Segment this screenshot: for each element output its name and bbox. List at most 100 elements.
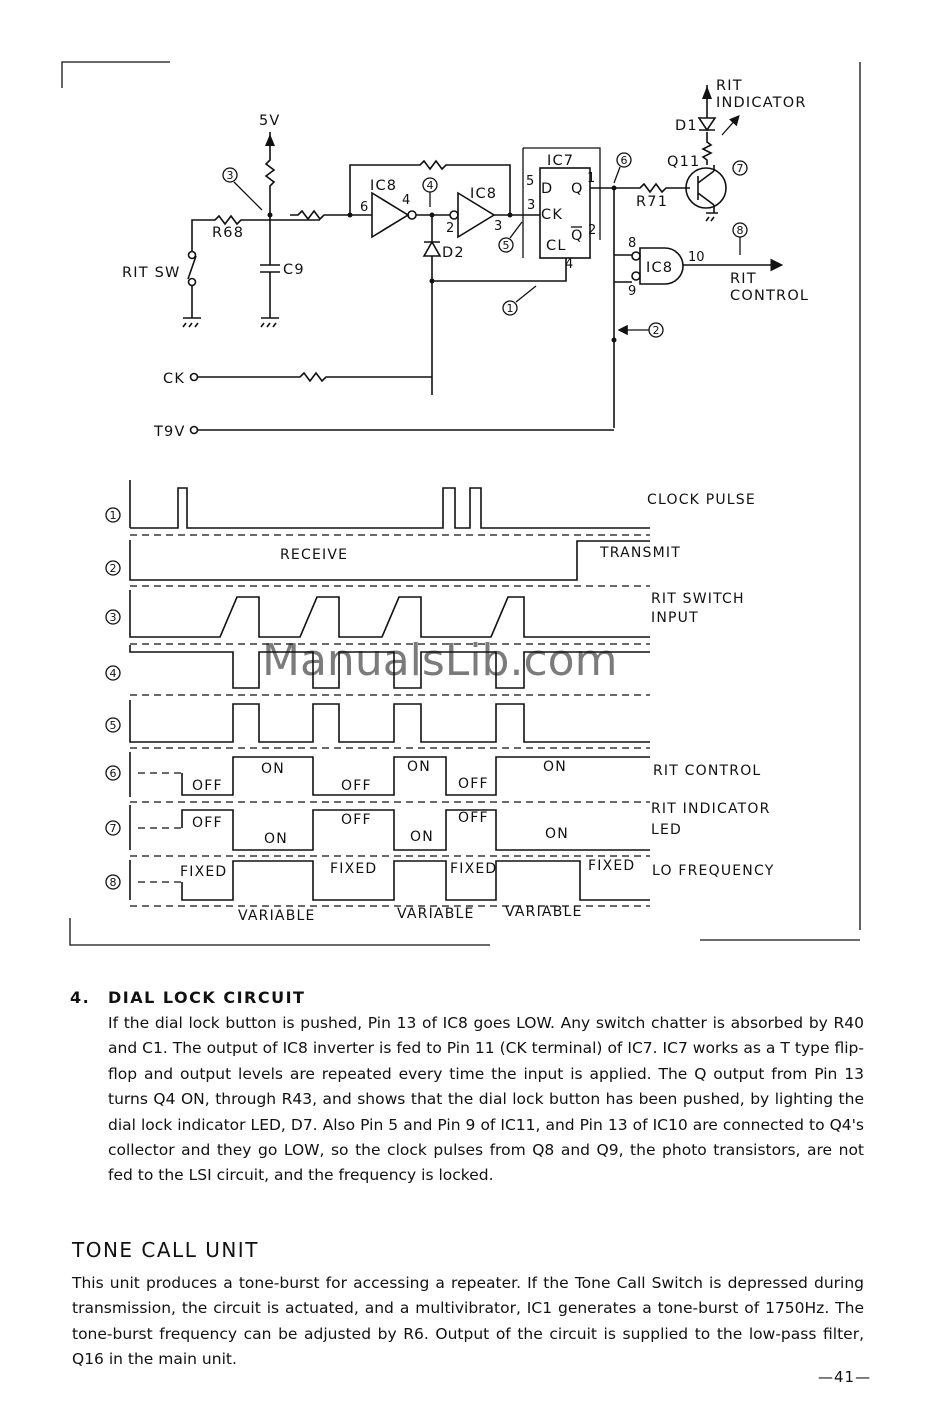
wf-marker-3: 3 bbox=[110, 611, 117, 624]
label-ic7: IC7 bbox=[547, 153, 574, 169]
watermark: ManualsLib.com bbox=[262, 635, 617, 686]
ic7-flip-flop bbox=[539, 167, 591, 259]
marker-3: 3 bbox=[227, 169, 234, 182]
label-clock-pulse: CLOCK PULSE bbox=[647, 492, 756, 508]
label-transmit: TRANSMIT bbox=[599, 545, 681, 561]
tone-call-paragraph: This unit produces a tone-burst for acce… bbox=[72, 1274, 864, 1369]
w8-state-fixed-3: FIXED bbox=[450, 861, 497, 877]
label-5v: 5V bbox=[259, 113, 281, 129]
rit-circuit-figure: 5V RIT SW R68 C9 IC8 6 4 IC8 2 3 bbox=[61, 61, 861, 946]
waveform-clock-pulse: CLOCK PULSE bbox=[129, 480, 756, 536]
w6-state-on-1: ON bbox=[261, 761, 285, 777]
label-d2: D2 bbox=[442, 245, 465, 261]
pin-10: 10 bbox=[688, 250, 705, 265]
dial-lock-paragraph: If the dial lock button is pushed, Pin 1… bbox=[108, 1014, 864, 1185]
wf-marker-4: 4 bbox=[110, 667, 117, 680]
resistor-led bbox=[701, 132, 713, 165]
waveform-receive-transmit: RECEIVE TRANSMIT bbox=[129, 540, 681, 587]
label-q11: Q11 bbox=[667, 154, 700, 170]
transistor-q11 bbox=[685, 167, 727, 209]
section-heading-dial-lock: 4.DIAL LOCK CIRCUIT bbox=[70, 988, 305, 1007]
label-c9: C9 bbox=[283, 262, 305, 278]
w6-state-on-3: ON bbox=[543, 759, 567, 775]
resistor-5v-pullup bbox=[264, 132, 276, 215]
label-ic7-ck: CK bbox=[541, 207, 563, 223]
pin-3b: 3 bbox=[527, 198, 535, 213]
label-rit-indicator-wave-2: LED bbox=[651, 822, 682, 838]
label-ic7-d: D bbox=[541, 181, 553, 197]
w7-state-off-1: OFF bbox=[192, 815, 223, 831]
w8-state-fixed-4: FIXED bbox=[588, 858, 635, 874]
w7-state-off-3: OFF bbox=[458, 810, 489, 826]
pin-5: 5 bbox=[526, 174, 534, 189]
pin-1: 1 bbox=[587, 171, 595, 186]
wf-marker-1: 1 bbox=[110, 509, 117, 522]
label-rit-switch-2: INPUT bbox=[651, 610, 699, 626]
w6-state-off-1: OFF bbox=[192, 778, 223, 794]
page-number: —41— bbox=[818, 1368, 872, 1386]
w8-state-variable-3: VARIABLE bbox=[505, 904, 583, 920]
tone-call-heading: TONE CALL UNIT bbox=[72, 1238, 259, 1262]
label-ic7-cl: CL bbox=[546, 238, 567, 254]
label-ic7-q: Q bbox=[571, 181, 584, 197]
marker-7: 7 bbox=[737, 162, 744, 175]
marker-5: 5 bbox=[503, 239, 510, 252]
marker-2: 2 bbox=[653, 324, 660, 337]
label-rit-switch-1: RIT SWITCH bbox=[651, 591, 745, 607]
label-t9v: T9V bbox=[153, 424, 186, 440]
section-title: DIAL LOCK CIRCUIT bbox=[108, 988, 306, 1007]
waveform-rit-control: OFF ON OFF ON OFF ON RIT CONTROL bbox=[129, 752, 761, 803]
pin-4: 4 bbox=[402, 193, 410, 208]
timing-diagram: 1 2 3 4 5 6 7 8 CLOCK PULSE RECEIVE TRAN… bbox=[105, 480, 774, 924]
pin-9: 9 bbox=[628, 284, 636, 299]
label-r68: R68 bbox=[212, 225, 244, 241]
w7-state-on-1: ON bbox=[264, 831, 288, 847]
switch-contact-icon bbox=[187, 250, 197, 260]
w6-state-on-2: ON bbox=[407, 759, 431, 775]
waveform-lo-frequency: FIXED VARIABLE FIXED VARIABLE FIXED VARI… bbox=[129, 858, 774, 924]
label-rit-indicator-wave-1: RIT INDICATOR bbox=[651, 801, 771, 817]
resistor-ck bbox=[198, 371, 432, 383]
resistor-r71 bbox=[590, 182, 690, 194]
marker-4: 4 bbox=[427, 179, 434, 192]
ic8-inverter-1 bbox=[371, 191, 410, 239]
w8-state-fixed-2: FIXED bbox=[330, 861, 377, 877]
label-d1: D1 bbox=[675, 118, 698, 134]
figure-frame bbox=[61, 61, 861, 946]
w7-state-on-3: ON bbox=[545, 826, 569, 842]
label-rit-sw: RIT SW bbox=[122, 265, 181, 281]
pin-8: 8 bbox=[628, 236, 636, 251]
label-ic8-a: IC8 bbox=[370, 178, 397, 194]
marker-1: 1 bbox=[507, 302, 514, 315]
ground-icon bbox=[182, 286, 201, 328]
resistor-r68 bbox=[191, 214, 320, 251]
label-ic8-c: IC8 bbox=[646, 260, 673, 276]
schematic-markers: 3 4 5 1 6 7 8 2 bbox=[222, 152, 748, 338]
wf-marker-8: 8 bbox=[110, 876, 117, 889]
w8-state-fixed-1: FIXED bbox=[180, 864, 227, 880]
marker-8: 8 bbox=[737, 224, 744, 237]
transistor-leads bbox=[697, 165, 715, 213]
wf-marker-5: 5 bbox=[110, 719, 117, 732]
w8-state-variable-2: VARIABLE bbox=[397, 906, 475, 922]
label-lo-frequency: LO FREQUENCY bbox=[652, 863, 774, 879]
pin-2b: 2 bbox=[588, 223, 596, 238]
ground-icon bbox=[705, 212, 718, 222]
label-rit-indicator-1: RIT bbox=[716, 78, 743, 94]
waveform-4 bbox=[129, 645, 650, 696]
wf-marker-2: 2 bbox=[110, 562, 117, 575]
waveform-markers: 1 2 3 4 5 6 7 8 bbox=[105, 507, 121, 890]
switch-contact-icon bbox=[187, 277, 197, 287]
label-ic8-b: IC8 bbox=[470, 186, 497, 202]
w7-state-off-2: OFF bbox=[341, 812, 372, 828]
pin-3: 3 bbox=[494, 219, 502, 234]
label-r71: R71 bbox=[636, 194, 668, 210]
diode-d2 bbox=[422, 215, 442, 395]
w7-state-on-2: ON bbox=[410, 829, 434, 845]
label-rit-control-1: RIT bbox=[730, 271, 757, 287]
label-rit-control-wave: RIT CONTROL bbox=[653, 763, 761, 779]
resistor-input bbox=[290, 209, 372, 221]
pin-6: 6 bbox=[360, 200, 368, 215]
waveform-rit-switch-input: RIT SWITCH INPUT bbox=[129, 590, 745, 645]
arrow-up-icon bbox=[265, 134, 275, 146]
